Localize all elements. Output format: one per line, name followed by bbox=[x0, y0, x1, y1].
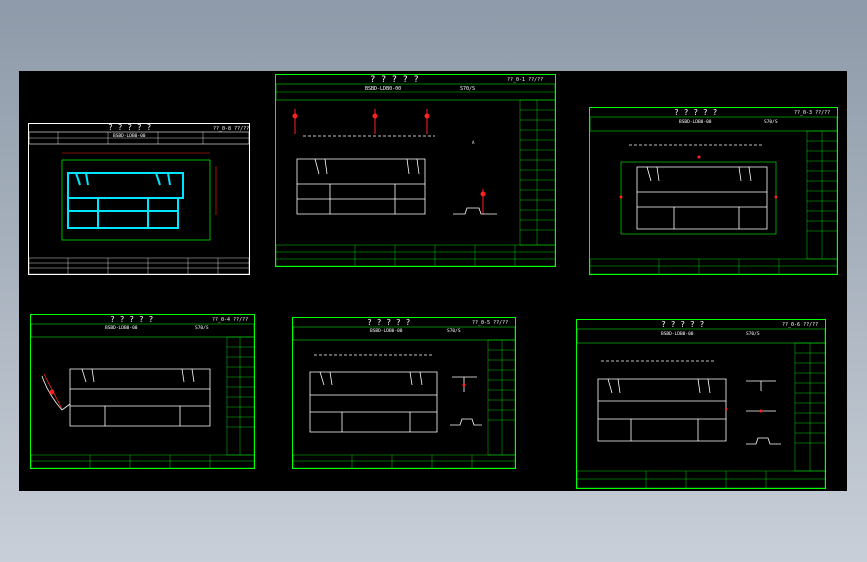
sheet-1-tag: ??_0-8 ??/?? bbox=[213, 126, 249, 132]
sheet-5-scale: S70/S bbox=[447, 328, 461, 334]
sheet-5-side-table bbox=[487, 339, 516, 456]
sheet-6-svg: ? ? ? ? ? ??_0-6 ??/?? BSBD-LDB0-00 S70/… bbox=[576, 319, 826, 489]
sheet-5-tag: ??_0-5 ??/?? bbox=[472, 320, 508, 326]
drawing-sheet-3[interactable]: ? ? ? ? ? ??_0-3 ??/?? BSBD-LDB0-00 S70/… bbox=[589, 107, 838, 275]
sheet-3-scale: S70/S bbox=[764, 119, 778, 125]
sheet-6-titleblock bbox=[576, 470, 826, 489]
sheet-2-header: ? ? ? ? ? bbox=[370, 75, 419, 85]
sheet-5-titleblock bbox=[292, 454, 516, 469]
sheet-2-code: BSBD-LDB0-00 bbox=[365, 86, 401, 92]
sheet-6-markers bbox=[724, 407, 763, 413]
sheet-5-svg: ? ? ? ? ? ??_0-5 ??/?? BSBD-LDB0-00 S70/… bbox=[292, 317, 516, 469]
drawing-sheet-2[interactable]: ? ? ? ? ? ??_0-1 ??/?? BSBD-LDB0-00 S70/… bbox=[275, 74, 556, 267]
sheet-2-note: A bbox=[472, 140, 475, 145]
sheet-1-code: BSBD-LDB0-00 bbox=[113, 133, 146, 139]
sheet-2-titleblock bbox=[275, 244, 556, 267]
sheet-4-side-table bbox=[226, 336, 255, 456]
drawing-sheet-5[interactable]: ? ? ? ? ? ??_0-5 ??/?? BSBD-LDB0-00 S70/… bbox=[292, 317, 516, 469]
sheet-1-svg: ? ? ? ? ? ??_0-8 ??/?? BSBD-LDB0-00 bbox=[28, 123, 250, 275]
sheet-6-header: ? ? ? ? ? bbox=[661, 320, 705, 329]
sheet-3-side-table bbox=[806, 130, 838, 260]
sheet-4-titleblock bbox=[30, 454, 255, 469]
sheet-2-dimensions bbox=[292, 109, 486, 214]
sheet-5-part bbox=[309, 371, 482, 433]
sheet-4-scale: S70/S bbox=[195, 325, 209, 331]
drawing-sheet-1[interactable]: ? ? ? ? ? ??_0-8 ??/?? BSBD-LDB0-00 bbox=[28, 123, 250, 275]
sheet-3-code: BSBD-LDB0-00 bbox=[679, 119, 712, 125]
sheet-4-detail bbox=[43, 373, 63, 410]
sheet-4-header: ? ? ? ? ? bbox=[110, 315, 154, 324]
drawing-canvas[interactable]: ? ? ? ? ? ??_0-8 ??/?? BSBD-LDB0-00 bbox=[19, 71, 847, 491]
sheet-2-svg: ? ? ? ? ? ??_0-1 ??/?? BSBD-LDB0-00 S70/… bbox=[275, 74, 556, 267]
sheet-6-side-table bbox=[794, 342, 826, 472]
sheet-4-code: BSBD-LDB0-00 bbox=[105, 325, 138, 331]
sheet-2-scale: S70/S bbox=[460, 86, 475, 92]
sheet-4-tag: ??_0-4 ??/?? bbox=[212, 317, 248, 323]
sheet-1-part bbox=[67, 172, 184, 229]
sheet-1-outline bbox=[61, 159, 211, 241]
sheet-1-titleblock bbox=[28, 257, 250, 275]
sheet-6-part bbox=[597, 378, 781, 445]
sheet-5-code: BSBD-LDB0-00 bbox=[370, 328, 403, 334]
sheet-5-markers bbox=[462, 383, 466, 387]
sheet-3-part bbox=[636, 166, 768, 230]
sheet-4-svg: ? ? ? ? ? ??_0-4 ??/?? BSBD-LDB0-00 S70/… bbox=[30, 314, 255, 469]
sheet-1-header: ? ? ? ? ? bbox=[108, 123, 152, 132]
sheet-4-part bbox=[41, 368, 211, 427]
sheet-2-part bbox=[296, 158, 497, 215]
sheet-5-header: ? ? ? ? ? bbox=[367, 318, 411, 327]
sheet-3-header: ? ? ? ? ? bbox=[674, 108, 718, 117]
drawing-sheet-6[interactable]: ? ? ? ? ? ??_0-6 ??/?? BSBD-LDB0-00 S70/… bbox=[576, 319, 826, 489]
drawing-sheet-4[interactable]: ? ? ? ? ? ??_0-4 ??/?? BSBD-LDB0-00 S70/… bbox=[30, 314, 255, 469]
sheet-6-scale: S70/S bbox=[746, 331, 760, 337]
sheet-3-svg: ? ? ? ? ? ??_0-3 ??/?? BSBD-LDB0-00 S70/… bbox=[589, 107, 838, 275]
sheet-2-tag: ??_0-1 ??/?? bbox=[507, 77, 543, 83]
sheet-2-side-table bbox=[519, 99, 556, 246]
sheet-6-code: BSBD-LDB0-00 bbox=[661, 331, 694, 337]
sheet-6-tag: ??_0-6 ??/?? bbox=[782, 322, 818, 328]
sheet-3-titleblock bbox=[589, 258, 838, 275]
sheet-3-markers bbox=[619, 155, 778, 199]
sheet-3-tag: ??_0-3 ??/?? bbox=[794, 110, 830, 116]
